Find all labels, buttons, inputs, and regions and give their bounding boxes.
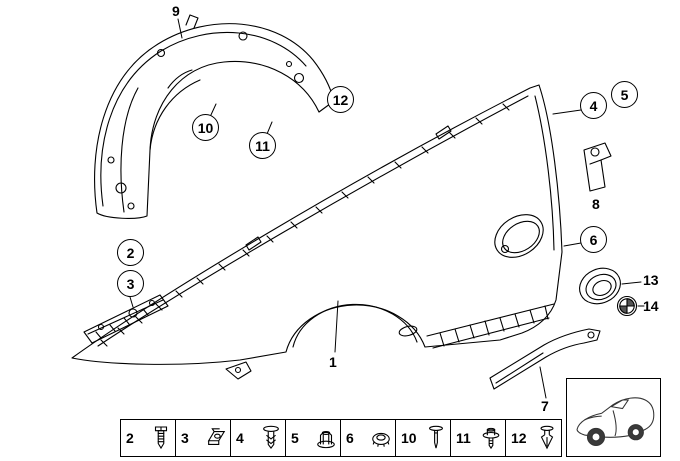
callout-4[interactable]: 4 [580, 92, 607, 119]
callout-5[interactable]: 5 [611, 81, 638, 108]
screw-with-washer-icon [482, 427, 500, 450]
support-bracket-part [489, 328, 601, 390]
legend-item-12[interactable]: 12 [506, 420, 561, 456]
legend-item-3[interactable]: 3 [176, 420, 231, 456]
fastener-legend: 2 3 4 5 [120, 419, 562, 457]
callout-10[interactable]: 10 [192, 114, 219, 141]
vehicle-thumbnail[interactable] [566, 378, 661, 457]
plastic-nut-icon [372, 432, 390, 447]
blind-rivet-icon [429, 425, 443, 449]
callout-1[interactable]: 1 [329, 354, 337, 370]
vehicle-roadster-icon [576, 396, 654, 446]
mount-bracket-part [583, 142, 612, 192]
emblem-part [616, 295, 638, 317]
legend-item-6[interactable]: 6 [341, 420, 396, 456]
callout-7[interactable]: 7 [541, 398, 549, 414]
legend-label: 11 [456, 430, 471, 446]
legend-label: 12 [511, 430, 527, 446]
legend-label: 10 [401, 430, 417, 446]
legend-label: 5 [291, 430, 299, 446]
callout-13[interactable]: 13 [643, 272, 659, 288]
legend-label: 6 [346, 430, 354, 446]
flange-nut-icon [317, 430, 335, 449]
legend-item-4[interactable]: 4 [231, 420, 286, 456]
seal-ring-part [579, 267, 621, 305]
fender-panel-part [71, 84, 563, 380]
front-rail-part [83, 294, 169, 344]
sheet-metal-clip-nut-icon [207, 428, 226, 445]
legend-label: 3 [181, 430, 189, 446]
expansion-rivet-icon [540, 425, 554, 450]
push-rivet-icon [263, 425, 279, 449]
pan-head-screw-icon [154, 426, 168, 450]
legend-label: 2 [126, 430, 134, 446]
leader-lines [129, 18, 645, 399]
legend-item-5[interactable]: 5 [286, 420, 341, 456]
callout-6[interactable]: 6 [580, 226, 607, 253]
callout-3[interactable]: 3 [117, 270, 144, 297]
callout-2[interactable]: 2 [117, 239, 144, 266]
callout-9[interactable]: 9 [172, 3, 180, 19]
legend-item-10[interactable]: 10 [396, 420, 451, 456]
sill-hatch [439, 305, 549, 347]
callout-11[interactable]: 11 [249, 132, 276, 159]
callout-8[interactable]: 8 [592, 196, 600, 212]
flange-hatch [100, 103, 510, 347]
legend-label: 4 [236, 430, 244, 446]
legend-item-2[interactable]: 2 [121, 420, 176, 456]
callout-14[interactable]: 14 [643, 298, 659, 314]
legend-item-11[interactable]: 11 [451, 420, 506, 456]
callout-12[interactable]: 12 [327, 86, 354, 113]
